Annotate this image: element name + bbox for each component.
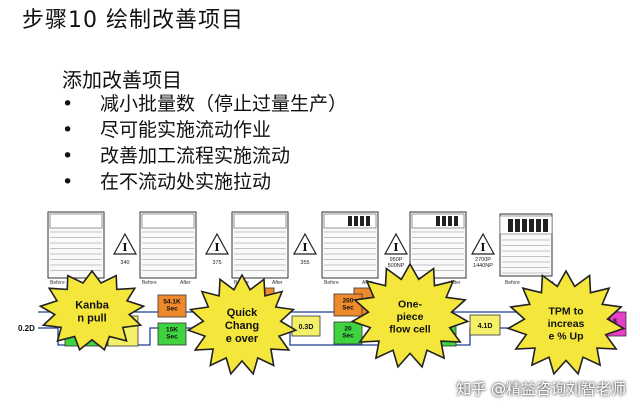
inventory-label: 340 [120, 260, 129, 266]
lead-time-label: 0.2D [18, 324, 35, 333]
bullet-dot-icon: • [62, 93, 74, 115]
after-label: After [180, 280, 191, 286]
bullet-text: 在不流动处实施拉动 [100, 171, 272, 193]
process-box-header [233, 213, 287, 229]
kaizen-burst-shape [38, 269, 146, 352]
inventory-label: 375 [212, 260, 221, 266]
process-box-bar [543, 219, 548, 232]
before-label: Before [505, 280, 520, 286]
before-label: Before [142, 280, 157, 286]
bullet-list: • 减小批量数（停止过量生产） • 尽可能实施流动作业 • 改善加工流程实施流动 • 在… [62, 91, 347, 195]
process-box-bar [448, 216, 452, 226]
watermark: 知乎 @精益咨询刘智老师 [456, 380, 626, 398]
process-box-bar [536, 219, 541, 232]
inventory-triangle-shape [470, 232, 496, 255]
bullet-dot-icon: • [62, 145, 74, 167]
slide-subtitle: 添加改善项目 [62, 68, 182, 92]
lead-time-box: 4.1D [469, 314, 501, 336]
lead-time-rect [291, 315, 321, 337]
bullet-dot-icon: • [62, 119, 74, 141]
after-label: After [450, 280, 461, 286]
bullet-text: 减小批量数（停止过量生产） [100, 93, 348, 115]
process-box-header [49, 213, 103, 229]
process-box-bar [366, 216, 370, 226]
inventory-triangle: I 355 [292, 232, 318, 266]
process-box-bar [515, 219, 520, 232]
process-time-rect [157, 294, 187, 318]
inventory-label: 355 [300, 260, 309, 266]
lead-time-label: 0.3D [299, 324, 314, 331]
bullet-text: 改善加工流程实施流动 [100, 145, 291, 167]
bullet-item: • 在不流动处实施拉动 [62, 169, 347, 195]
process-boxes: BeforeAfterBeforeAfterBeforeAfterBeforeA… [47, 211, 554, 286]
process-data-box: Before After [139, 211, 197, 286]
inventory-triangle: I 340 [112, 232, 138, 266]
inventory-symbol: I [122, 241, 127, 254]
process-box-bar [348, 216, 352, 226]
kaizen-burst-shape [186, 273, 298, 376]
slide-title: 步骤10 绘制改善项目 [22, 8, 244, 33]
inventory-triangle-shape [204, 232, 230, 255]
process-box-bar [442, 216, 446, 226]
before-label: Before [324, 280, 339, 286]
bullet-item: • 减小批量数（停止过量生产） [62, 91, 347, 117]
inventory-symbol: I [214, 241, 219, 254]
bullet-text: 尽可能实施流动作业 [100, 119, 272, 141]
process-box-bar [436, 216, 440, 226]
process-time-rect [157, 322, 187, 346]
inventory-triangle-shape [292, 232, 318, 255]
inventory-triangle-shape [383, 232, 409, 255]
inventory-symbol: I [302, 241, 307, 254]
inventory-symbol: I [480, 241, 485, 254]
bullet-item: • 改善加工流程实施流动 [62, 143, 347, 169]
inventory-symbol: I [393, 241, 398, 254]
process-box-header [141, 213, 195, 229]
bullet-dot-icon: • [62, 171, 74, 193]
inventory-triangle-shape [112, 232, 138, 255]
inventory-triangle: I 375 [204, 232, 230, 266]
process-box-bar [508, 219, 513, 232]
lead-time-box: 0.3D [291, 315, 321, 337]
process-box-bar [354, 216, 358, 226]
before-label: Before [50, 280, 65, 286]
after-label: After [272, 280, 283, 286]
process-box-bar [529, 219, 534, 232]
process-time-rect [333, 321, 363, 345]
process-box-bar [454, 216, 458, 226]
lead-time-label: 4.1D [478, 323, 493, 330]
process-box-bar [360, 216, 364, 226]
kaizen-burst-shape [350, 262, 470, 369]
process-box-bar [522, 219, 527, 232]
lead-time-rect [469, 314, 501, 336]
kaizen-burst-shape [506, 269, 626, 376]
value-stream-map: BeforeAfterBeforeAfterBeforeAfterBeforeA… [18, 211, 627, 376]
bullet-item: • 尽可能实施流动作业 [62, 117, 347, 143]
